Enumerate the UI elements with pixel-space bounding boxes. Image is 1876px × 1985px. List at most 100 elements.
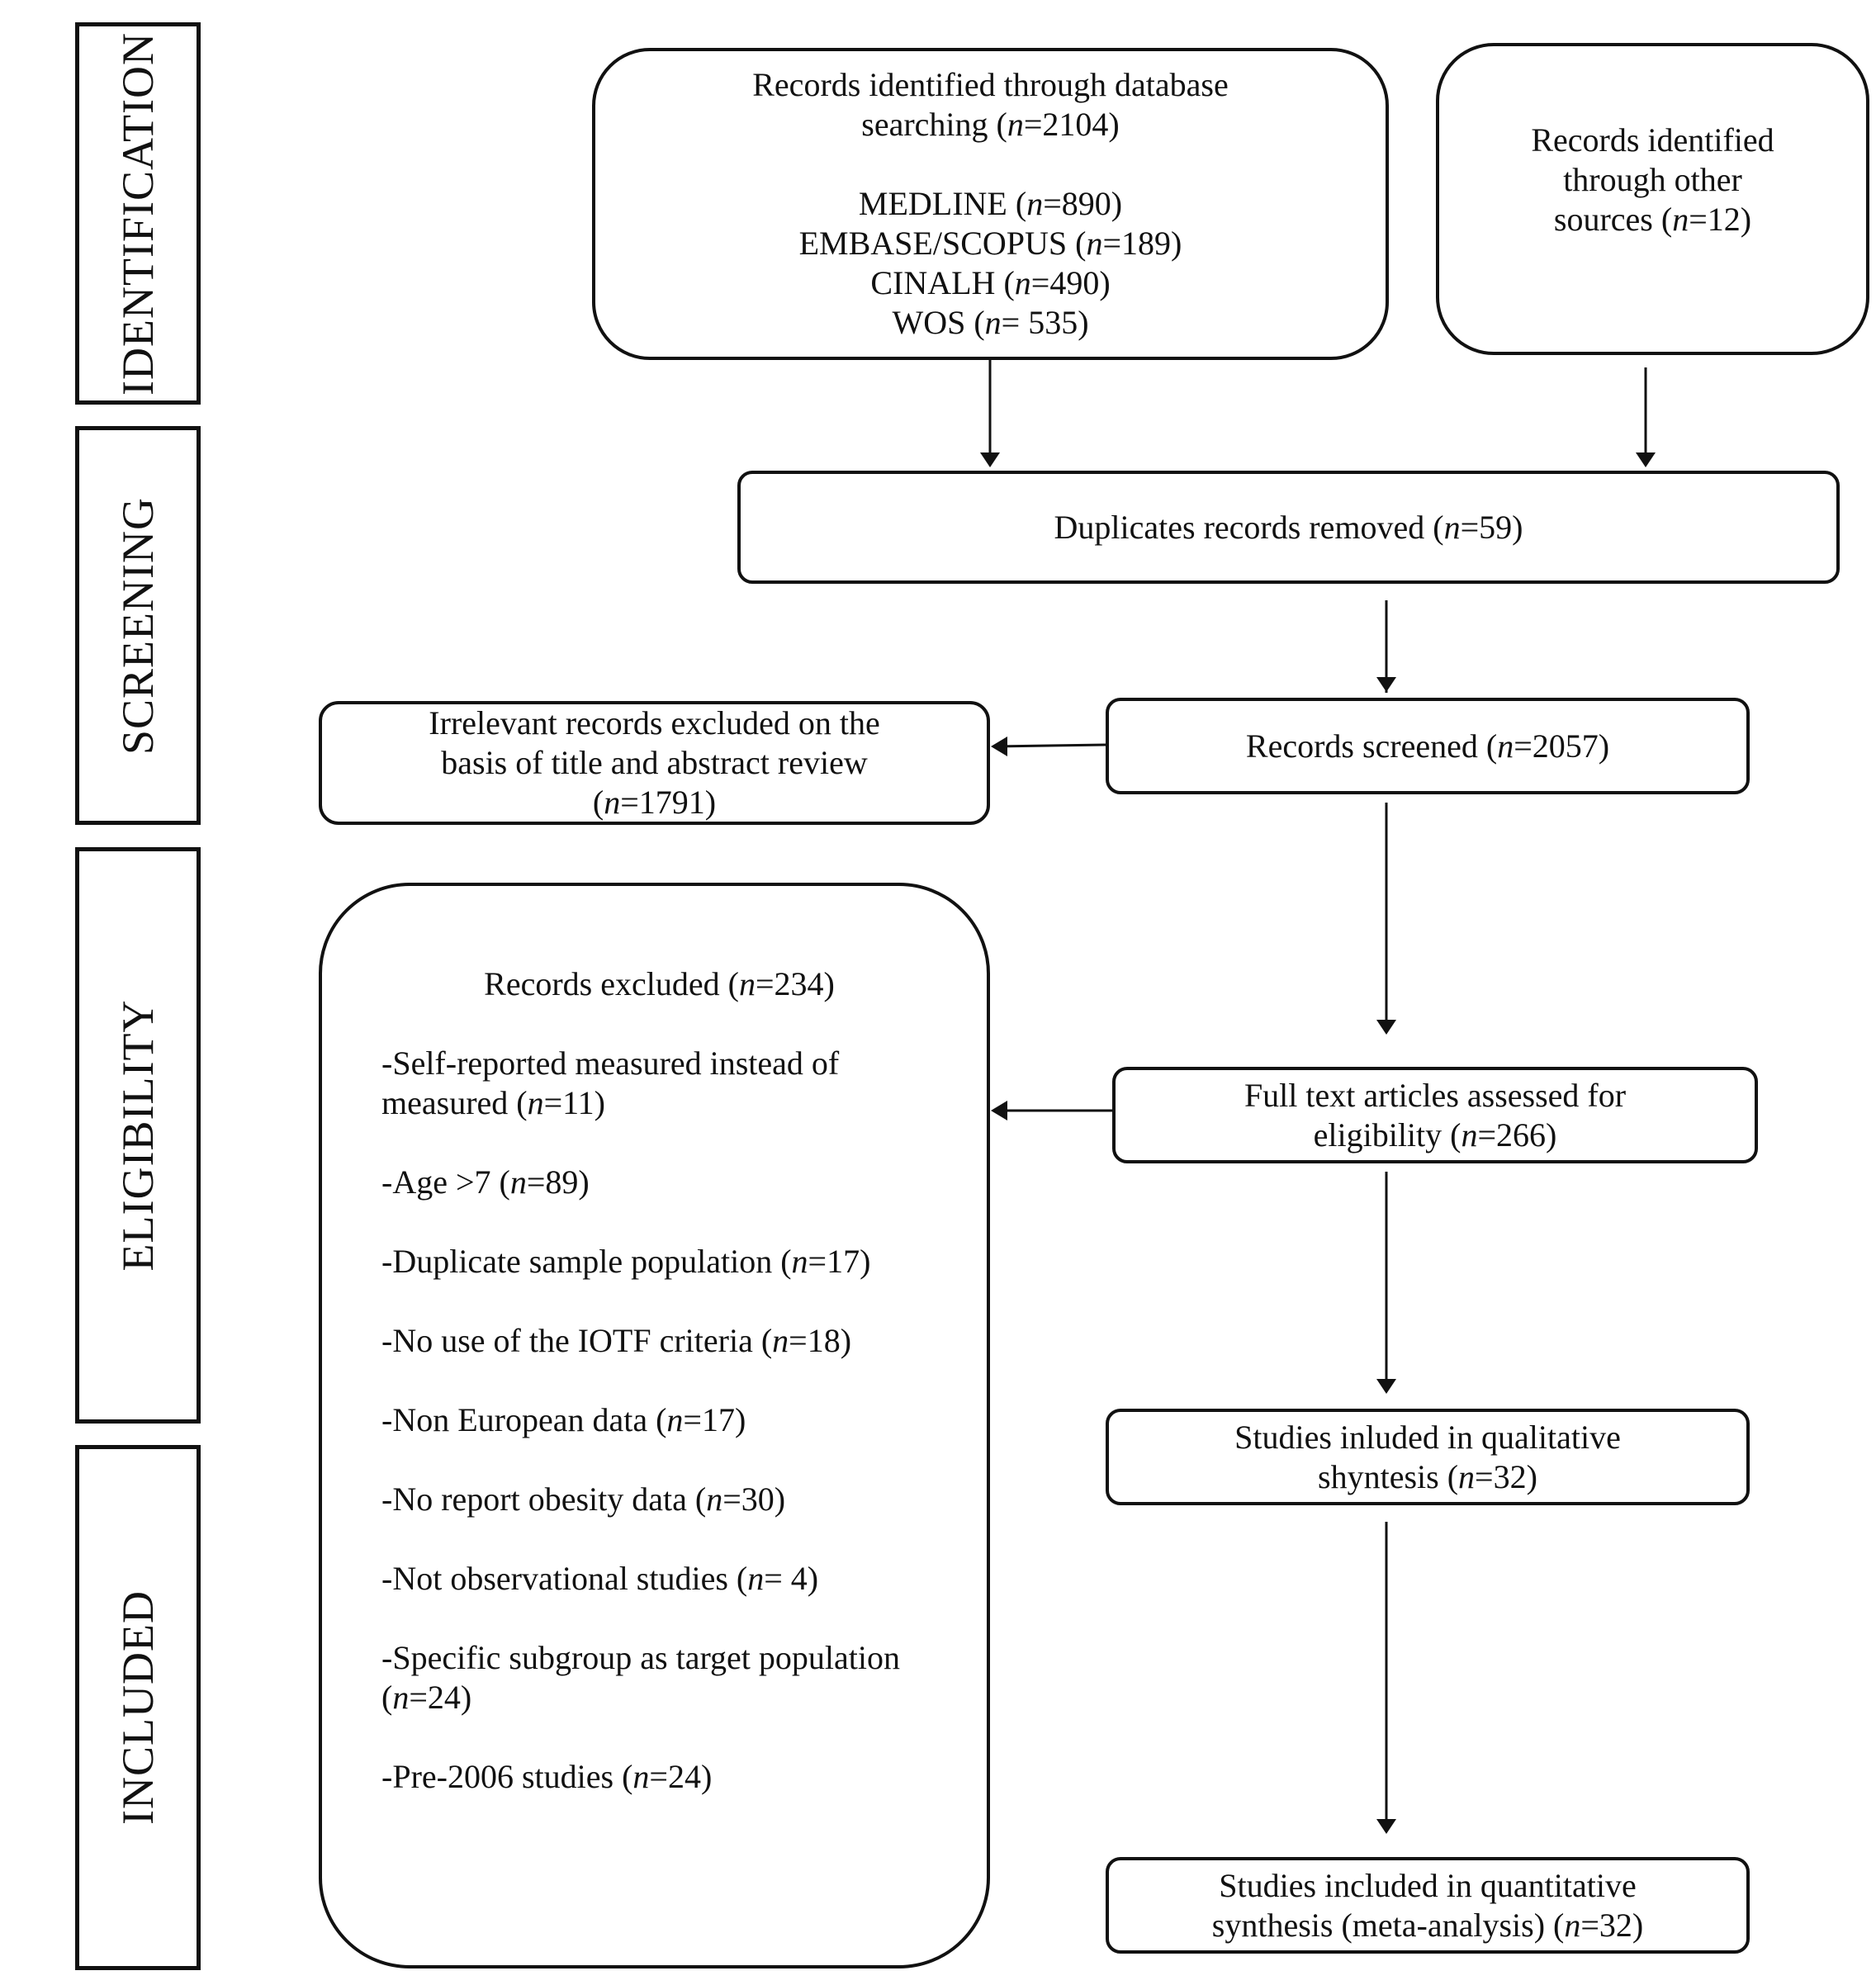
text: CINALH (	[870, 264, 1015, 301]
source-line: CINALH (n=490)	[870, 263, 1110, 303]
text: searching (	[861, 106, 1007, 143]
box-line: Duplicates records removed (n=59)	[1054, 508, 1523, 547]
count: =89)	[526, 1163, 590, 1201]
box-line: (n=1791)	[593, 783, 716, 822]
n-symbol: n	[706, 1480, 723, 1518]
text: Duplicates records removed (	[1054, 508, 1444, 546]
count: =1791)	[620, 784, 717, 821]
qualitative-synthesis-box: Studies inluded in qualitative shyntesis…	[1106, 1409, 1750, 1505]
arrow-screened-to-irrelevant	[994, 743, 1106, 748]
arrowhead	[1636, 452, 1656, 467]
n-symbol: n	[1086, 225, 1103, 262]
n-symbol: n	[1672, 201, 1689, 238]
count: =490)	[1030, 264, 1111, 301]
n-symbol: n	[392, 1679, 410, 1716]
records-screened-box: Records screened (n=2057)	[1106, 698, 1750, 794]
arrowhead	[991, 1101, 1007, 1120]
text: -Specific subgroup as target population …	[381, 1639, 901, 1716]
box-line: sources (n=12)	[1554, 200, 1751, 239]
text: -Age >7 (	[381, 1163, 510, 1201]
n-symbol: n	[509, 1163, 527, 1201]
source-line: EMBASE/SCOPUS (n=189)	[799, 224, 1182, 263]
arrowhead	[1376, 1819, 1396, 1834]
n-symbol: n	[666, 1401, 684, 1438]
n-symbol: n	[738, 965, 756, 1002]
database-search-box: Records identified through database sear…	[592, 48, 1389, 360]
box-line: Records screened (n=2057)	[1246, 727, 1609, 766]
phase-identification: IDENTIFICATION	[75, 22, 201, 405]
n-symbol: n	[791, 1243, 808, 1280]
text: -No use of the IOTF criteria (	[381, 1322, 773, 1359]
n-symbol: n	[772, 1322, 789, 1359]
n-symbol: n	[1014, 264, 1031, 301]
text: -Pre-2006 studies (	[381, 1758, 633, 1795]
exclusion-reason: -Not observational studies (n= 4)	[381, 1559, 937, 1599]
count: =24)	[409, 1679, 472, 1716]
count: =890)	[1043, 185, 1123, 222]
text: sources (	[1553, 201, 1673, 238]
other-sources-box: Records identified through other sources…	[1436, 43, 1869, 355]
exclusion-reason: -Self-reported measured instead of measu…	[381, 1044, 937, 1123]
text: (	[592, 784, 604, 821]
box-line: Records identified	[1531, 121, 1774, 159]
exclusion-reason: -No use of the IOTF criteria (n=18)	[381, 1321, 937, 1361]
fulltext-assessed-box: Full text articles assessed for eligibil…	[1112, 1067, 1758, 1163]
count: =17)	[808, 1243, 871, 1280]
irrelevant-records-box: Irrelevant records excluded on the basis…	[319, 701, 990, 825]
text: Records excluded (	[484, 965, 739, 1002]
text: WOS (	[892, 304, 985, 341]
box-line: Records identified through database	[752, 65, 1228, 105]
box-line: synthesis (meta-analysis) (n=32)	[1212, 1906, 1643, 1945]
box-line: Studies inluded in qualitative	[1234, 1418, 1621, 1456]
exclusion-reason: -Non European data (n=17)	[381, 1400, 937, 1440]
n-symbol: n	[1497, 727, 1514, 765]
n-symbol: n	[604, 784, 621, 821]
count: =32)	[1475, 1457, 1537, 1495]
box-line: through other	[1563, 161, 1742, 198]
text: MEDLINE (	[858, 185, 1027, 222]
n-symbol: n	[984, 304, 1002, 341]
text: -Self-reported measured instead of measu…	[381, 1045, 840, 1121]
exclusion-reason: -Specific subgroup as target population …	[381, 1638, 937, 1717]
n-symbol: n	[1564, 1906, 1581, 1944]
count: =18)	[789, 1322, 852, 1359]
n-symbol: n	[527, 1084, 544, 1121]
box-line: Full text articles assessed for	[1244, 1076, 1627, 1114]
phase-screening: SCREENING	[75, 426, 201, 825]
count: =12)	[1689, 201, 1752, 238]
source-line: WOS (n= 535)	[892, 303, 1088, 343]
count: =30)	[722, 1480, 786, 1518]
count: =189)	[1102, 225, 1182, 262]
arrowhead	[991, 737, 1007, 756]
source-line: MEDLINE (n=890)	[859, 184, 1122, 224]
count: =11)	[543, 1084, 605, 1121]
count: =234)	[755, 965, 835, 1002]
count: = 4)	[764, 1560, 819, 1597]
count: =2057)	[1514, 727, 1610, 765]
quantitative-synthesis-box: Studies included in quantitative synthes…	[1106, 1857, 1750, 1954]
phase-eligibility: ELIGIBILITY	[75, 847, 201, 1424]
n-symbol: n	[1461, 1116, 1478, 1154]
phase-included: INCLUDED	[75, 1445, 201, 1970]
text: -Non European data (	[381, 1401, 667, 1438]
box-line: Irrelevant records excluded on the	[429, 704, 880, 741]
count: =17)	[683, 1401, 746, 1438]
n-symbol: n	[1443, 508, 1461, 546]
records-excluded-heading: Records excluded (n=234)	[381, 964, 937, 1004]
text: shyntesis (	[1318, 1457, 1459, 1495]
arrowhead	[980, 452, 1000, 467]
text: -No report obesity data (	[381, 1480, 707, 1518]
exclusion-reason: -Pre-2006 studies (n=24)	[381, 1757, 937, 1797]
text: -Duplicate sample population (	[381, 1243, 792, 1280]
arrowhead	[1376, 677, 1396, 692]
duplicates-removed-box: Duplicates records removed (n=59)	[737, 471, 1840, 584]
box-line: basis of title and abstract review	[441, 744, 868, 781]
n-symbol: n	[1458, 1457, 1476, 1495]
n-symbol: n	[747, 1560, 765, 1597]
records-excluded-box: Records excluded (n=234) -Self-reported …	[319, 883, 990, 1968]
text: synthesis (meta-analysis) (	[1211, 1906, 1565, 1944]
arrowhead	[1376, 1020, 1396, 1035]
n-symbol: n	[632, 1758, 650, 1795]
